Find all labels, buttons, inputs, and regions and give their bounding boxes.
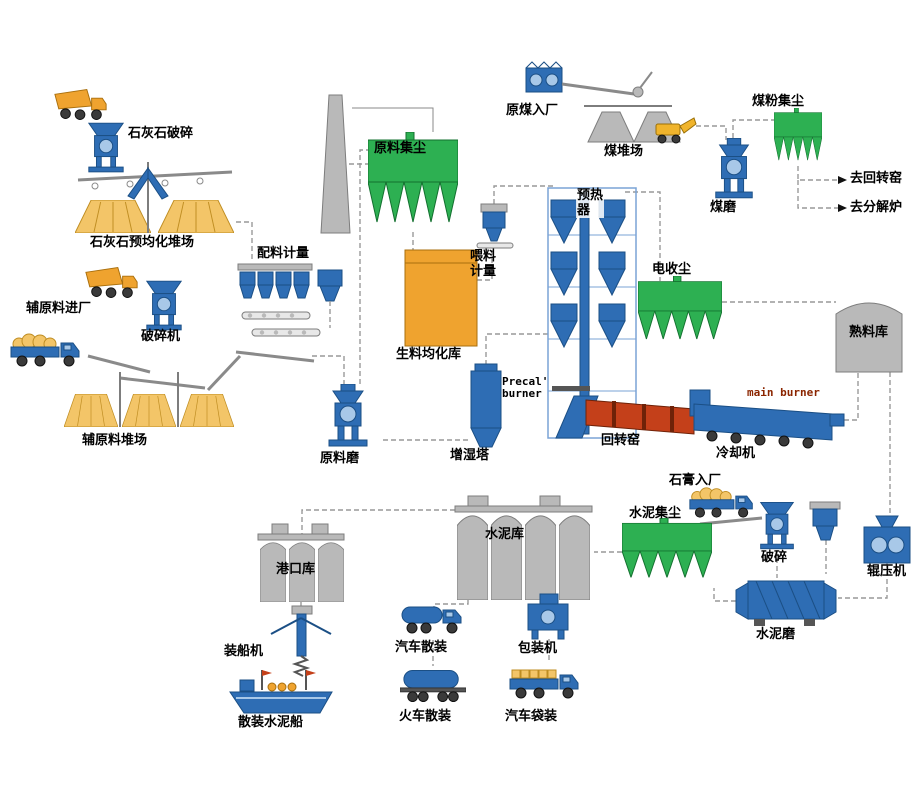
label-limestone-crushing: 石灰石破碎 (128, 126, 194, 141)
label-roller-press: 辊压机 (867, 564, 907, 579)
coal-dust-collector (774, 108, 822, 161)
label-train-bulk: 火车散装 (399, 709, 452, 724)
clinker-cooler (689, 389, 845, 449)
limestone-crusher (88, 122, 124, 173)
label-crushing: 破碎 (761, 550, 788, 565)
label-packer: 包装机 (518, 641, 558, 656)
raw-mill-unit (328, 384, 368, 447)
raw-dust-collector (352, 107, 458, 223)
label-truck-bulk: 汽车散装 (395, 640, 448, 655)
flow-connectors (236, 119, 891, 666)
cement-mill-unit (735, 580, 837, 626)
roller-press-unit (863, 515, 911, 564)
label-feeding: 喂料 计量 (470, 249, 497, 279)
label-bulk-ship: 散装水泥船 (238, 715, 304, 730)
label-coal-entry: 原煤入厂 (506, 103, 559, 118)
gypsum-crusher (760, 502, 794, 550)
label-cement-dust: 水泥集尘 (629, 506, 682, 521)
stack-chimney (320, 94, 351, 234)
aux-crusher (146, 280, 182, 331)
label-raw-mill: 原料磨 (320, 451, 360, 466)
label-preheater: 预热 器 (576, 188, 605, 219)
label-coal-mill: 煤磨 (710, 200, 737, 215)
raw-meal-silo (404, 249, 478, 347)
cement-dust-collector (622, 518, 712, 578)
label-aux-yard: 辅原料堆场 (82, 433, 148, 448)
electrostatic-precipitator (638, 276, 722, 340)
aux-yard-piles (64, 372, 234, 427)
label-ship-loader: 装船机 (224, 644, 264, 659)
precalciner-burner-pipe (552, 386, 590, 391)
label-esp: 电收尘 (652, 262, 692, 277)
aux-load-truck (10, 333, 80, 367)
label-gypsum-entry: 石膏入厂 (669, 473, 722, 488)
limestone-dump-truck (54, 89, 107, 120)
surge-bin (809, 501, 841, 541)
coal-intake-crusher (525, 61, 653, 98)
feeding-metering-unit (476, 203, 514, 249)
aux-conveyors (87, 354, 242, 392)
label-main-burner: main burner (747, 386, 820, 399)
label-to-calciner: 去分解炉 (850, 200, 903, 215)
humidifying-tower-unit (470, 363, 502, 448)
label-coal-yard: 煤堆场 (604, 144, 644, 159)
clinker-silo-body (835, 302, 903, 373)
label-cement-silo: 水泥库 (485, 527, 525, 542)
label-rotary-kiln: 回转窑 (601, 433, 641, 448)
arrow-to-kiln-icon (838, 176, 847, 184)
aux-dump-truck (85, 267, 138, 298)
cement-silo-group (454, 495, 593, 600)
bagged-truck (509, 669, 579, 699)
label-cooler: 冷却机 (716, 446, 756, 461)
rotary-kiln-body (585, 399, 695, 435)
label-clinker-silo: 熟料库 (849, 325, 889, 340)
label-port-silo: 港口库 (276, 562, 316, 577)
arrow-to-calciner-icon (838, 204, 847, 212)
coal-outlet-arrows (797, 166, 847, 212)
preheater-tower (547, 187, 637, 439)
ship-loader-unit (270, 605, 332, 677)
label-batching: 配料计量 (257, 246, 310, 261)
label-to-kiln: 去回转窑 (850, 171, 903, 186)
coal-mill-unit (715, 138, 753, 199)
limestone-conveyor (77, 170, 233, 190)
label-raw-silo: 生料均化库 (396, 347, 462, 362)
limestone-preblending-piles (75, 162, 234, 233)
label-truck-bag: 汽车袋装 (505, 709, 558, 724)
bulk-train (400, 669, 466, 703)
batching-station (235, 263, 343, 363)
label-limestone-preblending: 石灰石预均化堆场 (90, 235, 195, 250)
label-precal-burner: Precal' burner (502, 375, 549, 401)
bulk-cement-ship-body (229, 670, 333, 714)
label-humidifier: 增湿塔 (450, 448, 490, 463)
coal-loader (655, 117, 697, 144)
label-crusher-machine: 破碎机 (141, 329, 181, 344)
label-raw-dust: 原料集尘 (374, 141, 427, 156)
label-cement-mill: 水泥磨 (756, 627, 796, 642)
label-aux-entry: 辅原料进厂 (26, 301, 92, 316)
label-coal-dust: 煤粉集尘 (752, 94, 805, 109)
packing-machine-unit (527, 593, 569, 640)
gypsum-truck (689, 487, 763, 526)
port-silo-group (257, 523, 345, 602)
bulk-truck (401, 606, 462, 634)
